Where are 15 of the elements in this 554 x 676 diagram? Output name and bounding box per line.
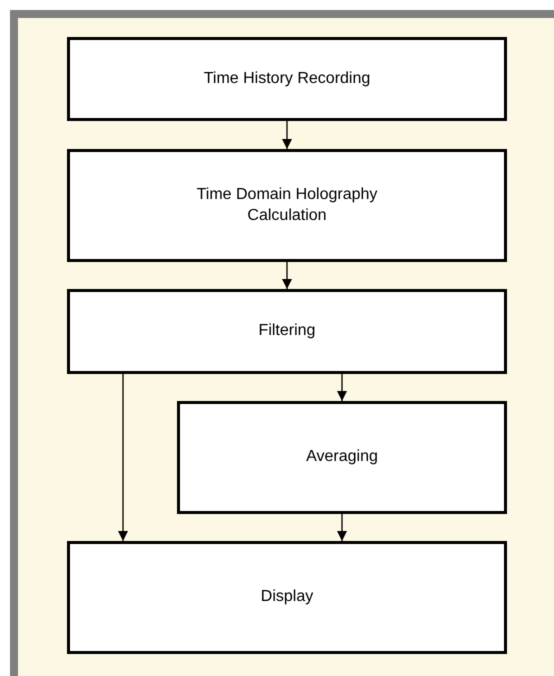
box-label: Display — [260, 587, 314, 608]
process-box — [67, 37, 507, 121]
arrow — [337, 374, 347, 401]
box-label: Time Domain Holography Calculation — [196, 184, 378, 226]
process-box — [67, 289, 507, 374]
process-box — [177, 401, 507, 514]
box-label: Time History Recording — [204, 68, 370, 89]
arrow — [337, 514, 347, 541]
box-label: Averaging — [306, 447, 378, 468]
arrow — [282, 121, 292, 149]
box-label: Filtering — [258, 321, 316, 342]
arrow — [118, 374, 128, 541]
process-box — [67, 149, 507, 262]
process-box — [67, 541, 507, 654]
arrow — [282, 262, 292, 289]
